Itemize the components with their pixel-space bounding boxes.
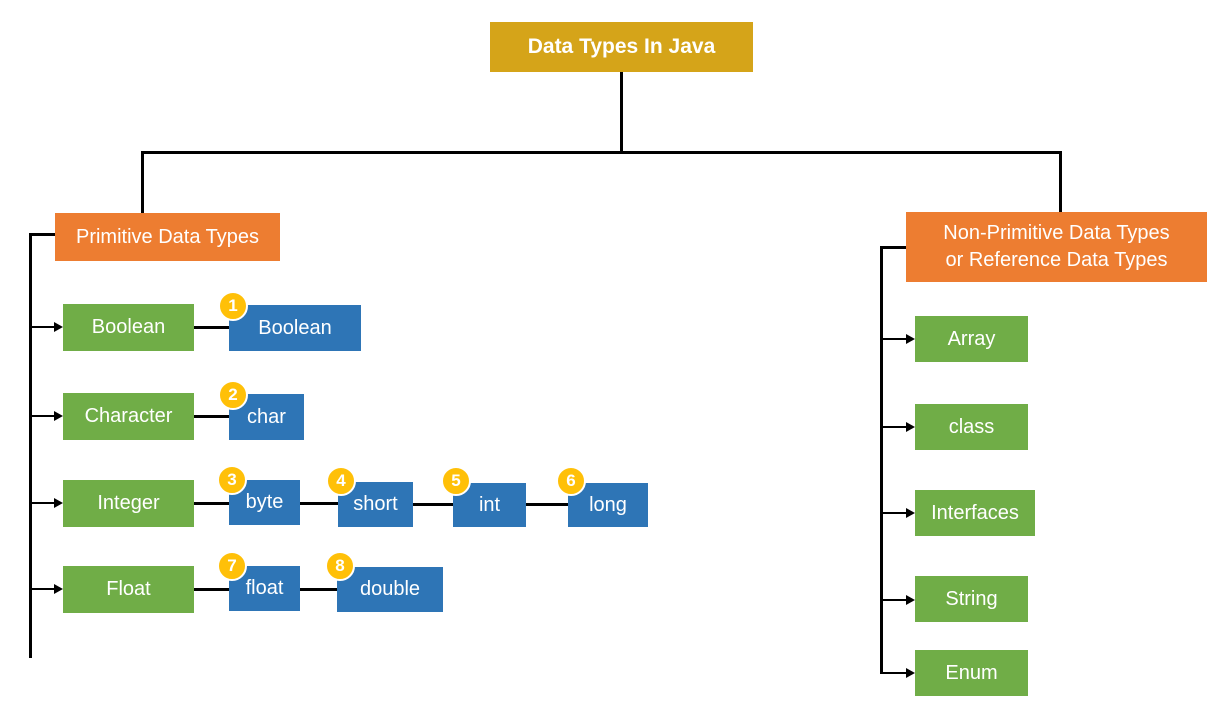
arrow-shaft-string [882, 599, 906, 601]
arrowhead-integer-icon [54, 498, 63, 508]
arrow-shaft-integer [31, 502, 55, 504]
arrow-shaft-interfaces [882, 512, 906, 514]
type-box-short: short [338, 482, 413, 527]
connector-boolean-type [194, 326, 229, 329]
type-box-double: double [337, 567, 443, 612]
arrow-shaft-boolean [31, 326, 55, 328]
item-box-enum: Enum [915, 650, 1028, 696]
category-box-float: Float [63, 566, 194, 613]
category-box-character: Character [63, 393, 194, 440]
arrowhead-boolean-icon [54, 322, 63, 332]
category-box-integer: Integer [63, 480, 194, 527]
type-box-boolean: Boolean [229, 305, 361, 351]
badge-7: 7 [217, 551, 247, 581]
badge-3: 3 [217, 465, 247, 495]
item-box-array: Array [915, 316, 1028, 362]
connector-title-drop [620, 72, 623, 153]
badge-5: 5 [441, 466, 471, 496]
connector-float-type [194, 588, 229, 591]
badge-1: 1 [218, 291, 248, 321]
arrow-shaft-enum [882, 672, 906, 674]
non-primitive-header-box: Non-Primitive Data Types or Reference Da… [906, 212, 1207, 282]
arrow-shaft-character [31, 415, 55, 417]
primitive-header-box: Primitive Data Types [55, 213, 280, 261]
connector-left-branch-drop [141, 151, 144, 214]
connector-non-primitive-elbow [880, 246, 906, 249]
connector-non-primitive-spine [880, 246, 883, 674]
arrowhead-class-icon [906, 422, 915, 432]
arrow-shaft-array [882, 338, 906, 340]
non-primitive-label-line1: Non-Primitive Data Types [943, 222, 1170, 244]
badge-6: 6 [556, 466, 586, 496]
arrowhead-interfaces-icon [906, 508, 915, 518]
connector-int-long [526, 503, 568, 506]
arrowhead-enum-icon [906, 668, 915, 678]
type-box-char: char [229, 394, 304, 440]
connector-short-int [413, 503, 453, 506]
connector-primitive-elbow [29, 233, 55, 236]
connector-primitive-spine [29, 233, 32, 658]
category-box-boolean: Boolean [63, 304, 194, 351]
connector-integer-type [194, 502, 229, 505]
badge-4: 4 [326, 466, 356, 496]
connector-byte-short [300, 502, 338, 505]
arrowhead-float-icon [54, 584, 63, 594]
non-primitive-label-line2: or Reference Data Types [945, 249, 1168, 271]
connector-character-type [194, 415, 229, 418]
badge-8: 8 [325, 551, 355, 581]
connector-float-double [300, 588, 337, 591]
item-box-interfaces: Interfaces [915, 490, 1035, 536]
arrowhead-array-icon [906, 334, 915, 344]
item-box-string: String [915, 576, 1028, 622]
badge-2: 2 [218, 380, 248, 410]
arrowhead-character-icon [54, 411, 63, 421]
arrow-shaft-class [882, 426, 906, 428]
connector-branch-horizontal [141, 151, 1062, 154]
arrowhead-string-icon [906, 595, 915, 605]
type-box-int: int [453, 483, 526, 527]
item-box-class: class [915, 404, 1028, 450]
root-title-box: Data Types In Java [490, 22, 753, 72]
arrow-shaft-float [31, 588, 55, 590]
connector-right-branch-drop [1059, 151, 1062, 213]
